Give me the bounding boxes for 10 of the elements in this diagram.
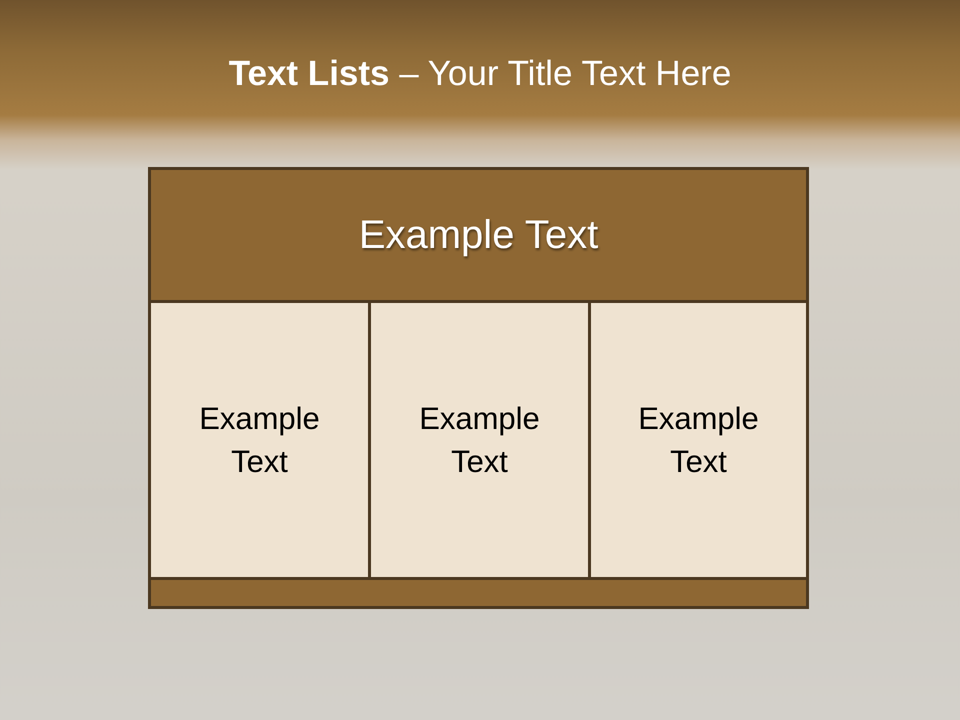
header-text: Example Text (358, 212, 598, 259)
panel-text: Example Text (198, 400, 321, 481)
text-panel (148, 300, 371, 580)
panel-text: Example Text (637, 400, 760, 481)
text-panel (368, 300, 591, 580)
text-panel (588, 300, 809, 580)
header-band (148, 167, 809, 303)
slide-title: Text Lists – Your Title Text Here (228, 53, 732, 95)
panel-text: Example Text (418, 400, 541, 481)
footer-bar (148, 577, 809, 609)
